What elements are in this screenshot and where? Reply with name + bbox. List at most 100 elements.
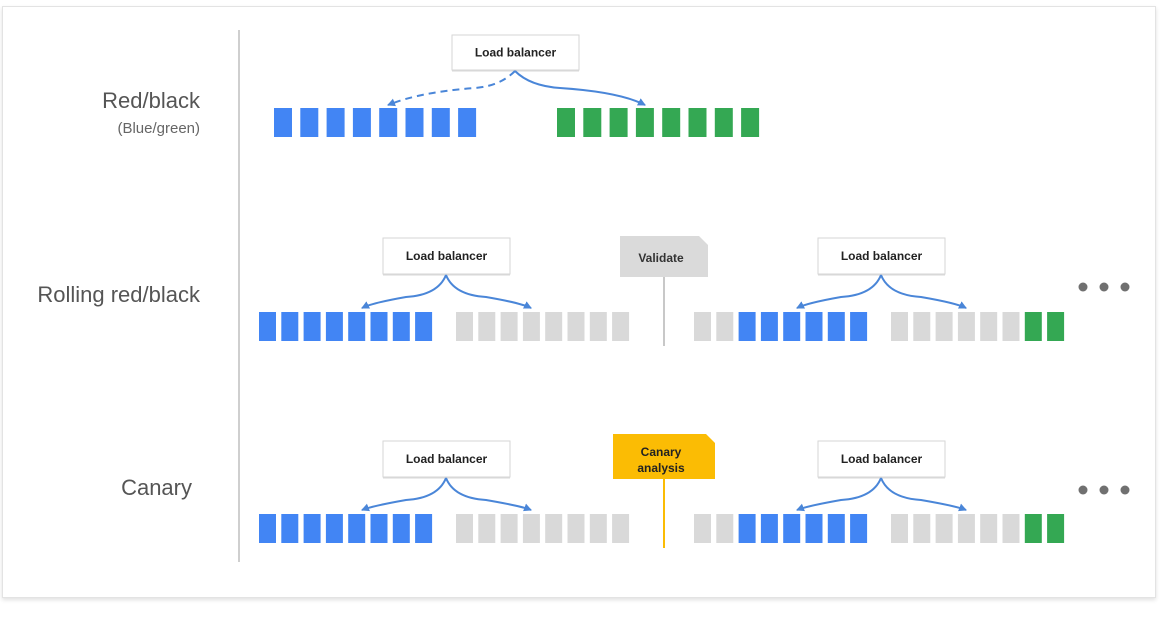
instance-blue xyxy=(325,312,343,341)
lb-arrow-left xyxy=(361,274,447,309)
instance-blue xyxy=(392,312,410,341)
instance-mixed xyxy=(783,514,801,543)
instance-gray xyxy=(500,514,518,543)
instance-gray xyxy=(522,312,540,341)
canary-label-line2: analysis xyxy=(637,461,685,475)
instance-blue xyxy=(281,514,299,543)
instance-gray xyxy=(545,514,563,543)
instance-green xyxy=(609,108,628,137)
instance-blue xyxy=(303,514,321,543)
load-balancer-label: Load balancer xyxy=(475,46,557,60)
instance-gray xyxy=(522,514,540,543)
instance-green xyxy=(688,108,707,137)
instance-blue xyxy=(370,514,388,543)
instance-mixed xyxy=(738,312,756,341)
load-balancer-box xyxy=(817,440,946,478)
instance-blue xyxy=(458,108,477,137)
load-balancer-label: Load balancer xyxy=(406,452,488,466)
instance-mixed xyxy=(957,312,975,341)
instance-gray xyxy=(545,312,563,341)
lb-arrow-left xyxy=(796,274,882,309)
instance-blue xyxy=(325,514,343,543)
instance-green xyxy=(557,108,575,137)
instance-mixed xyxy=(1024,514,1042,543)
more-dots-icon xyxy=(1099,282,1109,292)
row-sublabel-blue-green: (Blue/green) xyxy=(117,120,200,137)
load-balancer-box xyxy=(817,237,946,275)
instance-blue xyxy=(303,312,321,341)
instance-mixed xyxy=(913,514,931,543)
load-balancer-label: Load balancer xyxy=(841,452,923,466)
instance-mixed xyxy=(783,312,801,341)
instance-mixed xyxy=(827,312,845,341)
instance-mixed xyxy=(716,312,734,341)
instance-mixed xyxy=(827,514,845,543)
instance-blue xyxy=(274,108,292,137)
instance-blue xyxy=(370,312,388,341)
row-label-rolling-red-black: Rolling red/black xyxy=(37,282,200,307)
lb-arrow-right xyxy=(445,477,532,512)
instance-mixed xyxy=(805,514,823,543)
instance-blue xyxy=(379,108,398,137)
instance-blue xyxy=(259,514,276,543)
instance-gray xyxy=(612,312,630,341)
instance-gray xyxy=(589,312,607,341)
validate-tag xyxy=(620,236,708,277)
instance-gray xyxy=(478,312,496,341)
instance-mixed xyxy=(935,312,953,341)
lb-arrow-right xyxy=(445,274,532,309)
instance-green xyxy=(635,108,654,137)
instance-blue xyxy=(352,108,371,137)
instance-gray xyxy=(456,312,473,341)
instance-gray xyxy=(478,514,496,543)
lb-arrow-dashed-old xyxy=(387,70,516,107)
row-label-red-black: Red/black xyxy=(102,88,200,113)
instance-mixed xyxy=(980,514,998,543)
instance-mixed xyxy=(957,514,975,543)
instance-blue xyxy=(415,312,433,341)
instance-gray xyxy=(500,312,518,341)
instance-blue xyxy=(259,312,276,341)
canary-label-line1: Canary xyxy=(641,445,682,459)
instance-gray xyxy=(589,514,607,543)
instance-mixed xyxy=(738,514,756,543)
lb-arrow-right xyxy=(880,477,967,512)
more-dots-icon xyxy=(1078,485,1088,495)
instance-blue xyxy=(348,312,366,341)
instance-mixed xyxy=(694,514,711,543)
instance-blue xyxy=(431,108,450,137)
validate-label: Validate xyxy=(638,251,684,265)
instance-mixed xyxy=(891,312,908,341)
instance-mixed xyxy=(805,312,823,341)
instance-blue xyxy=(415,514,433,543)
instance-gray xyxy=(456,514,473,543)
instance-mixed xyxy=(760,514,778,543)
instance-blue xyxy=(326,108,345,137)
instance-mixed xyxy=(980,312,998,341)
instance-mixed xyxy=(850,312,868,341)
instance-mixed xyxy=(1002,312,1020,341)
instance-mixed xyxy=(716,514,734,543)
more-dots-icon xyxy=(1078,282,1088,292)
instance-green xyxy=(583,108,602,137)
lb-arrow-left xyxy=(796,477,882,512)
instance-mixed xyxy=(935,514,953,543)
instance-blue xyxy=(281,312,299,341)
lb-arrow-new xyxy=(514,70,646,106)
more-dots-icon xyxy=(1120,485,1130,495)
instance-gray xyxy=(612,514,630,543)
more-dots-icon xyxy=(1120,282,1130,292)
instance-blue xyxy=(348,514,366,543)
more-dots-icon xyxy=(1099,485,1109,495)
instance-blue xyxy=(392,514,410,543)
instance-blue xyxy=(405,108,424,137)
instance-gray xyxy=(567,312,585,341)
instance-mixed xyxy=(850,514,868,543)
canary-analysis-tag xyxy=(613,434,715,479)
instance-mixed xyxy=(891,514,908,543)
instance-mixed xyxy=(913,312,931,341)
load-balancer-box xyxy=(382,237,511,275)
instance-mixed xyxy=(760,312,778,341)
instance-mixed xyxy=(1047,312,1065,341)
